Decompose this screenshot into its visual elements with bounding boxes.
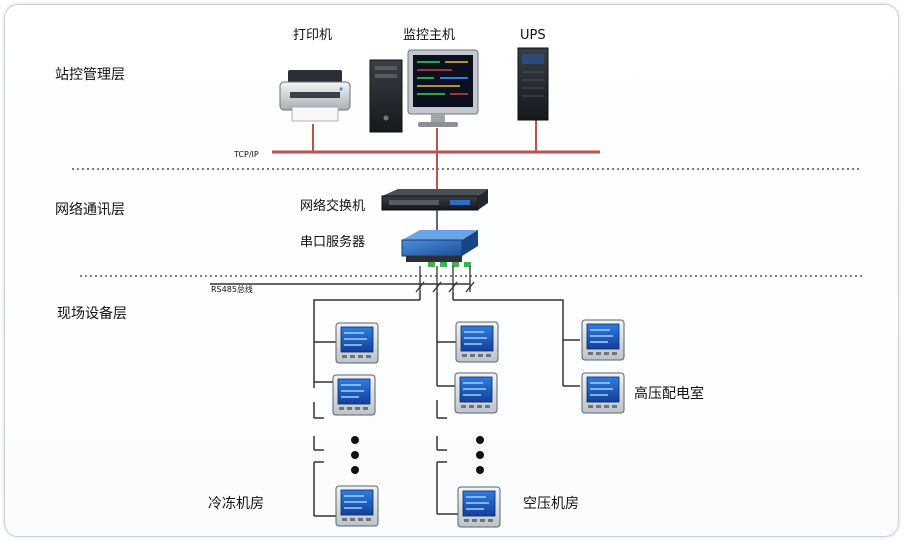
ups-label: UPS [520, 28, 546, 43]
rs485-bus-label: RS485总线 [211, 284, 253, 294]
tcpip-bus-label: TCP/IP [233, 150, 259, 159]
ellipsis-dots-left [351, 436, 359, 474]
power-meter-icon [454, 372, 498, 414]
layer-label-station: 站控管理层 [55, 67, 125, 83]
printer-icon [279, 70, 351, 122]
power-meter-icon [581, 372, 625, 414]
branch-hv-room-lines [452, 292, 580, 387]
serial-server-icon [401, 230, 478, 267]
power-meter-icon [581, 319, 625, 361]
power-meter-icon [332, 374, 376, 416]
printer-label: 打印机 [293, 28, 332, 43]
layer-label-field: 现场设备层 [57, 305, 127, 322]
power-meter-icon [455, 321, 499, 363]
room-label-compressor: 空压机房 [523, 496, 579, 512]
switch-icon [381, 189, 488, 211]
room-label-hv-room: 高压配电室 [634, 385, 704, 402]
layer-label-network: 网络通讯层 [55, 202, 125, 218]
host-label: 监控主机 [403, 28, 455, 43]
switch-label: 网络交换机 [300, 198, 365, 214]
power-meter-icon [335, 322, 379, 364]
branch-refrigeration-lines [313, 292, 421, 517]
serial-port-drops [415, 266, 475, 293]
ellipsis-dots-middle [476, 436, 484, 474]
ups-icon [517, 47, 549, 121]
computer-icon [369, 49, 479, 133]
power-meter-icon [457, 486, 501, 528]
serial-server-label: 串口服务器 [300, 234, 365, 250]
power-meter-icon [335, 485, 379, 527]
branch-compressor-lines [436, 292, 458, 515]
room-label-refrigeration: 冷冻机房 [208, 495, 264, 512]
